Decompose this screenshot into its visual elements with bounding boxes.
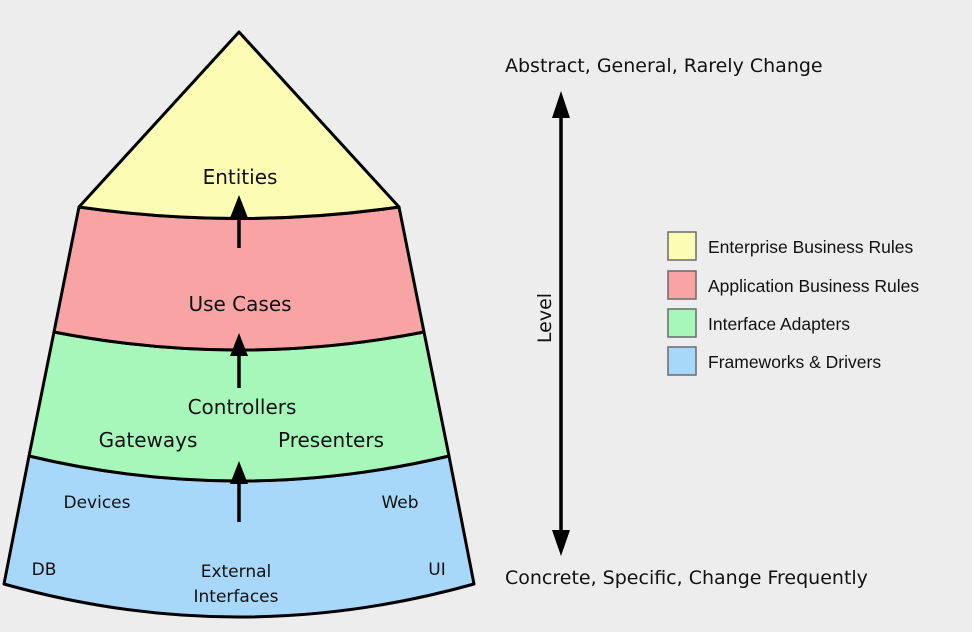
controllers-label: Controllers (188, 395, 297, 419)
arrow-up-icon (552, 91, 570, 118)
axis-level-label: Level (534, 293, 556, 343)
cone (2, 30, 476, 619)
use-cases-label: Use Cases (188, 292, 291, 316)
devices-label: Devices (64, 493, 131, 513)
legend-swatch-adapters (667, 308, 697, 338)
band-enterprise (77, 30, 401, 220)
gateways-label: Gateways (99, 428, 198, 452)
ui-label: UI (428, 560, 445, 580)
level-axis: Abstract, General, Rarely Change Level C… (505, 55, 868, 589)
presenters-label: Presenters (278, 428, 384, 452)
external-interfaces-line1: External (201, 562, 272, 582)
arrow-up-icon (230, 461, 248, 484)
axis-bottom-label: Concrete, Specific, Change Frequently (505, 567, 868, 589)
legend-label-frameworks: Frameworks & Drivers (708, 352, 881, 372)
legend-swatch-enterprise (667, 231, 697, 261)
dependency-arrows (230, 195, 248, 522)
arrow-down-icon (552, 530, 570, 556)
arrow-up-icon (230, 333, 248, 356)
axis-top-label: Abstract, General, Rarely Change (505, 55, 823, 77)
web-label: Web (381, 493, 418, 513)
legend: Enterprise Business Rules Application Bu… (667, 231, 919, 376)
arrow-up-icon (230, 195, 248, 218)
external-interfaces-line2: Interfaces (194, 587, 279, 607)
legend-swatch-frameworks (667, 346, 697, 376)
db-label: DB (32, 560, 57, 580)
legend-swatch-application (667, 270, 697, 300)
legend-label-adapters: Interface Adapters (708, 314, 850, 334)
legend-label-application: Application Business Rules (708, 276, 919, 296)
legend-label-enterprise: Enterprise Business Rules (708, 237, 913, 257)
entities-label: Entities (203, 165, 278, 189)
